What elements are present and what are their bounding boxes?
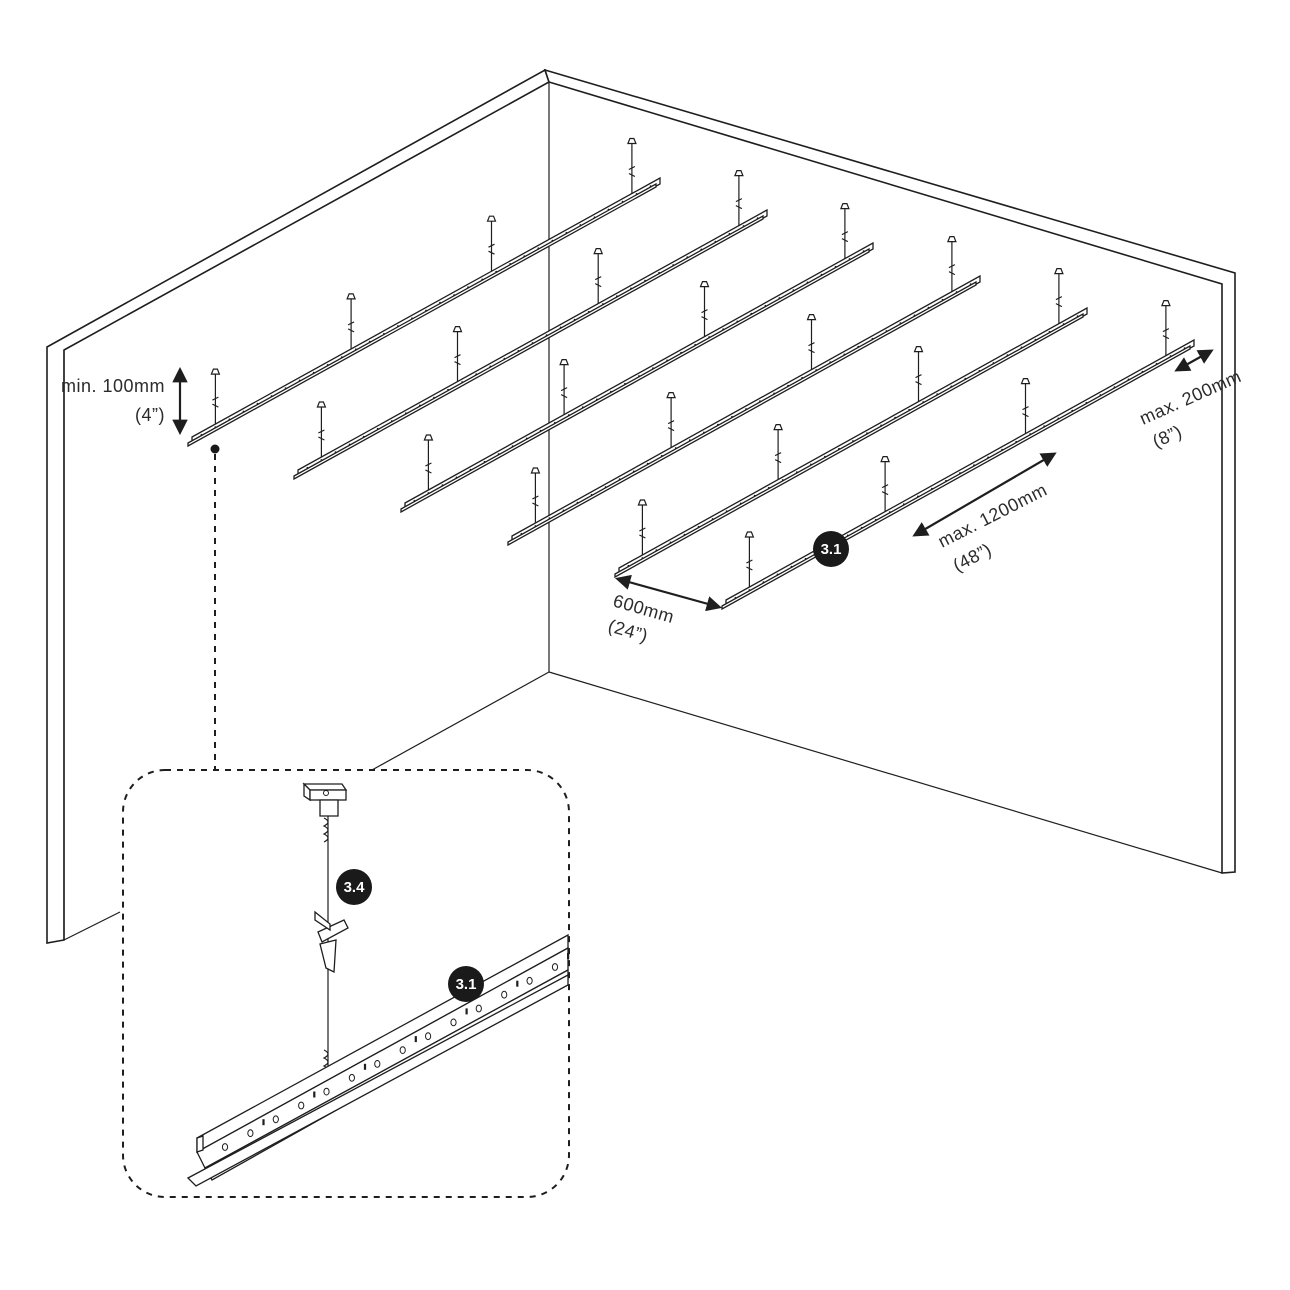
- hanger: [734, 170, 744, 226]
- room-walls: [46, 68, 1236, 944]
- hanger: [316, 401, 327, 457]
- hanger: [593, 248, 604, 304]
- svg-text:3.1: 3.1: [456, 976, 477, 993]
- svg-text:3.1: 3.1: [821, 541, 842, 558]
- spring-clip-icon: [314, 910, 349, 974]
- hanger: [840, 203, 850, 259]
- left-wall: [46, 68, 550, 944]
- min-height-imperial-label: (4”): [135, 405, 165, 425]
- max-wall-imperial-label: (8”): [1149, 421, 1185, 451]
- min-height-label: min. 100mm: [61, 376, 165, 396]
- rail: [187, 137, 661, 448]
- hanger: [773, 424, 783, 480]
- badge-rail-main: 3.1: [813, 531, 849, 567]
- dimension-max-span: max. 1200mm (48”): [912, 452, 1057, 576]
- hanger: [637, 499, 648, 555]
- rail: [614, 268, 1088, 579]
- svg-text:3.4: 3.4: [344, 879, 366, 896]
- hanger: [1161, 300, 1171, 356]
- hanger: [666, 392, 676, 448]
- hanger: [346, 293, 356, 349]
- hanger: [699, 281, 710, 337]
- hanger: [806, 314, 817, 370]
- rail: [400, 203, 874, 514]
- dimension-min-height: min. 100mm (4”): [61, 366, 188, 436]
- hanger: [210, 368, 221, 425]
- detail-leader: [210, 444, 220, 770]
- ceiling-rails: [187, 137, 1195, 611]
- hanger: [1054, 268, 1064, 324]
- hanger: [627, 137, 637, 194]
- detail-callout: 3.4 3.1: [122, 769, 570, 1198]
- rail: [293, 170, 768, 481]
- rail: [507, 236, 981, 547]
- rail-spacing-imperial-label: (24”): [606, 616, 650, 646]
- dimension-rail-spacing: 600mm (24”): [606, 574, 722, 646]
- hanger: [452, 326, 463, 382]
- detail-rail: [186, 933, 570, 1187]
- badge-rail-detail: 3.1: [448, 966, 484, 1002]
- hanger: [744, 531, 755, 587]
- hanger: [530, 467, 541, 523]
- hanger: [1020, 378, 1031, 434]
- hanger: [486, 215, 497, 272]
- hanger: [913, 346, 924, 402]
- hanger: [559, 359, 569, 415]
- hanger: [880, 456, 890, 512]
- badge-hanger-detail: 3.4: [336, 869, 372, 905]
- hanger: [423, 434, 434, 490]
- hanger: [947, 236, 957, 292]
- bracket-icon: [302, 782, 348, 817]
